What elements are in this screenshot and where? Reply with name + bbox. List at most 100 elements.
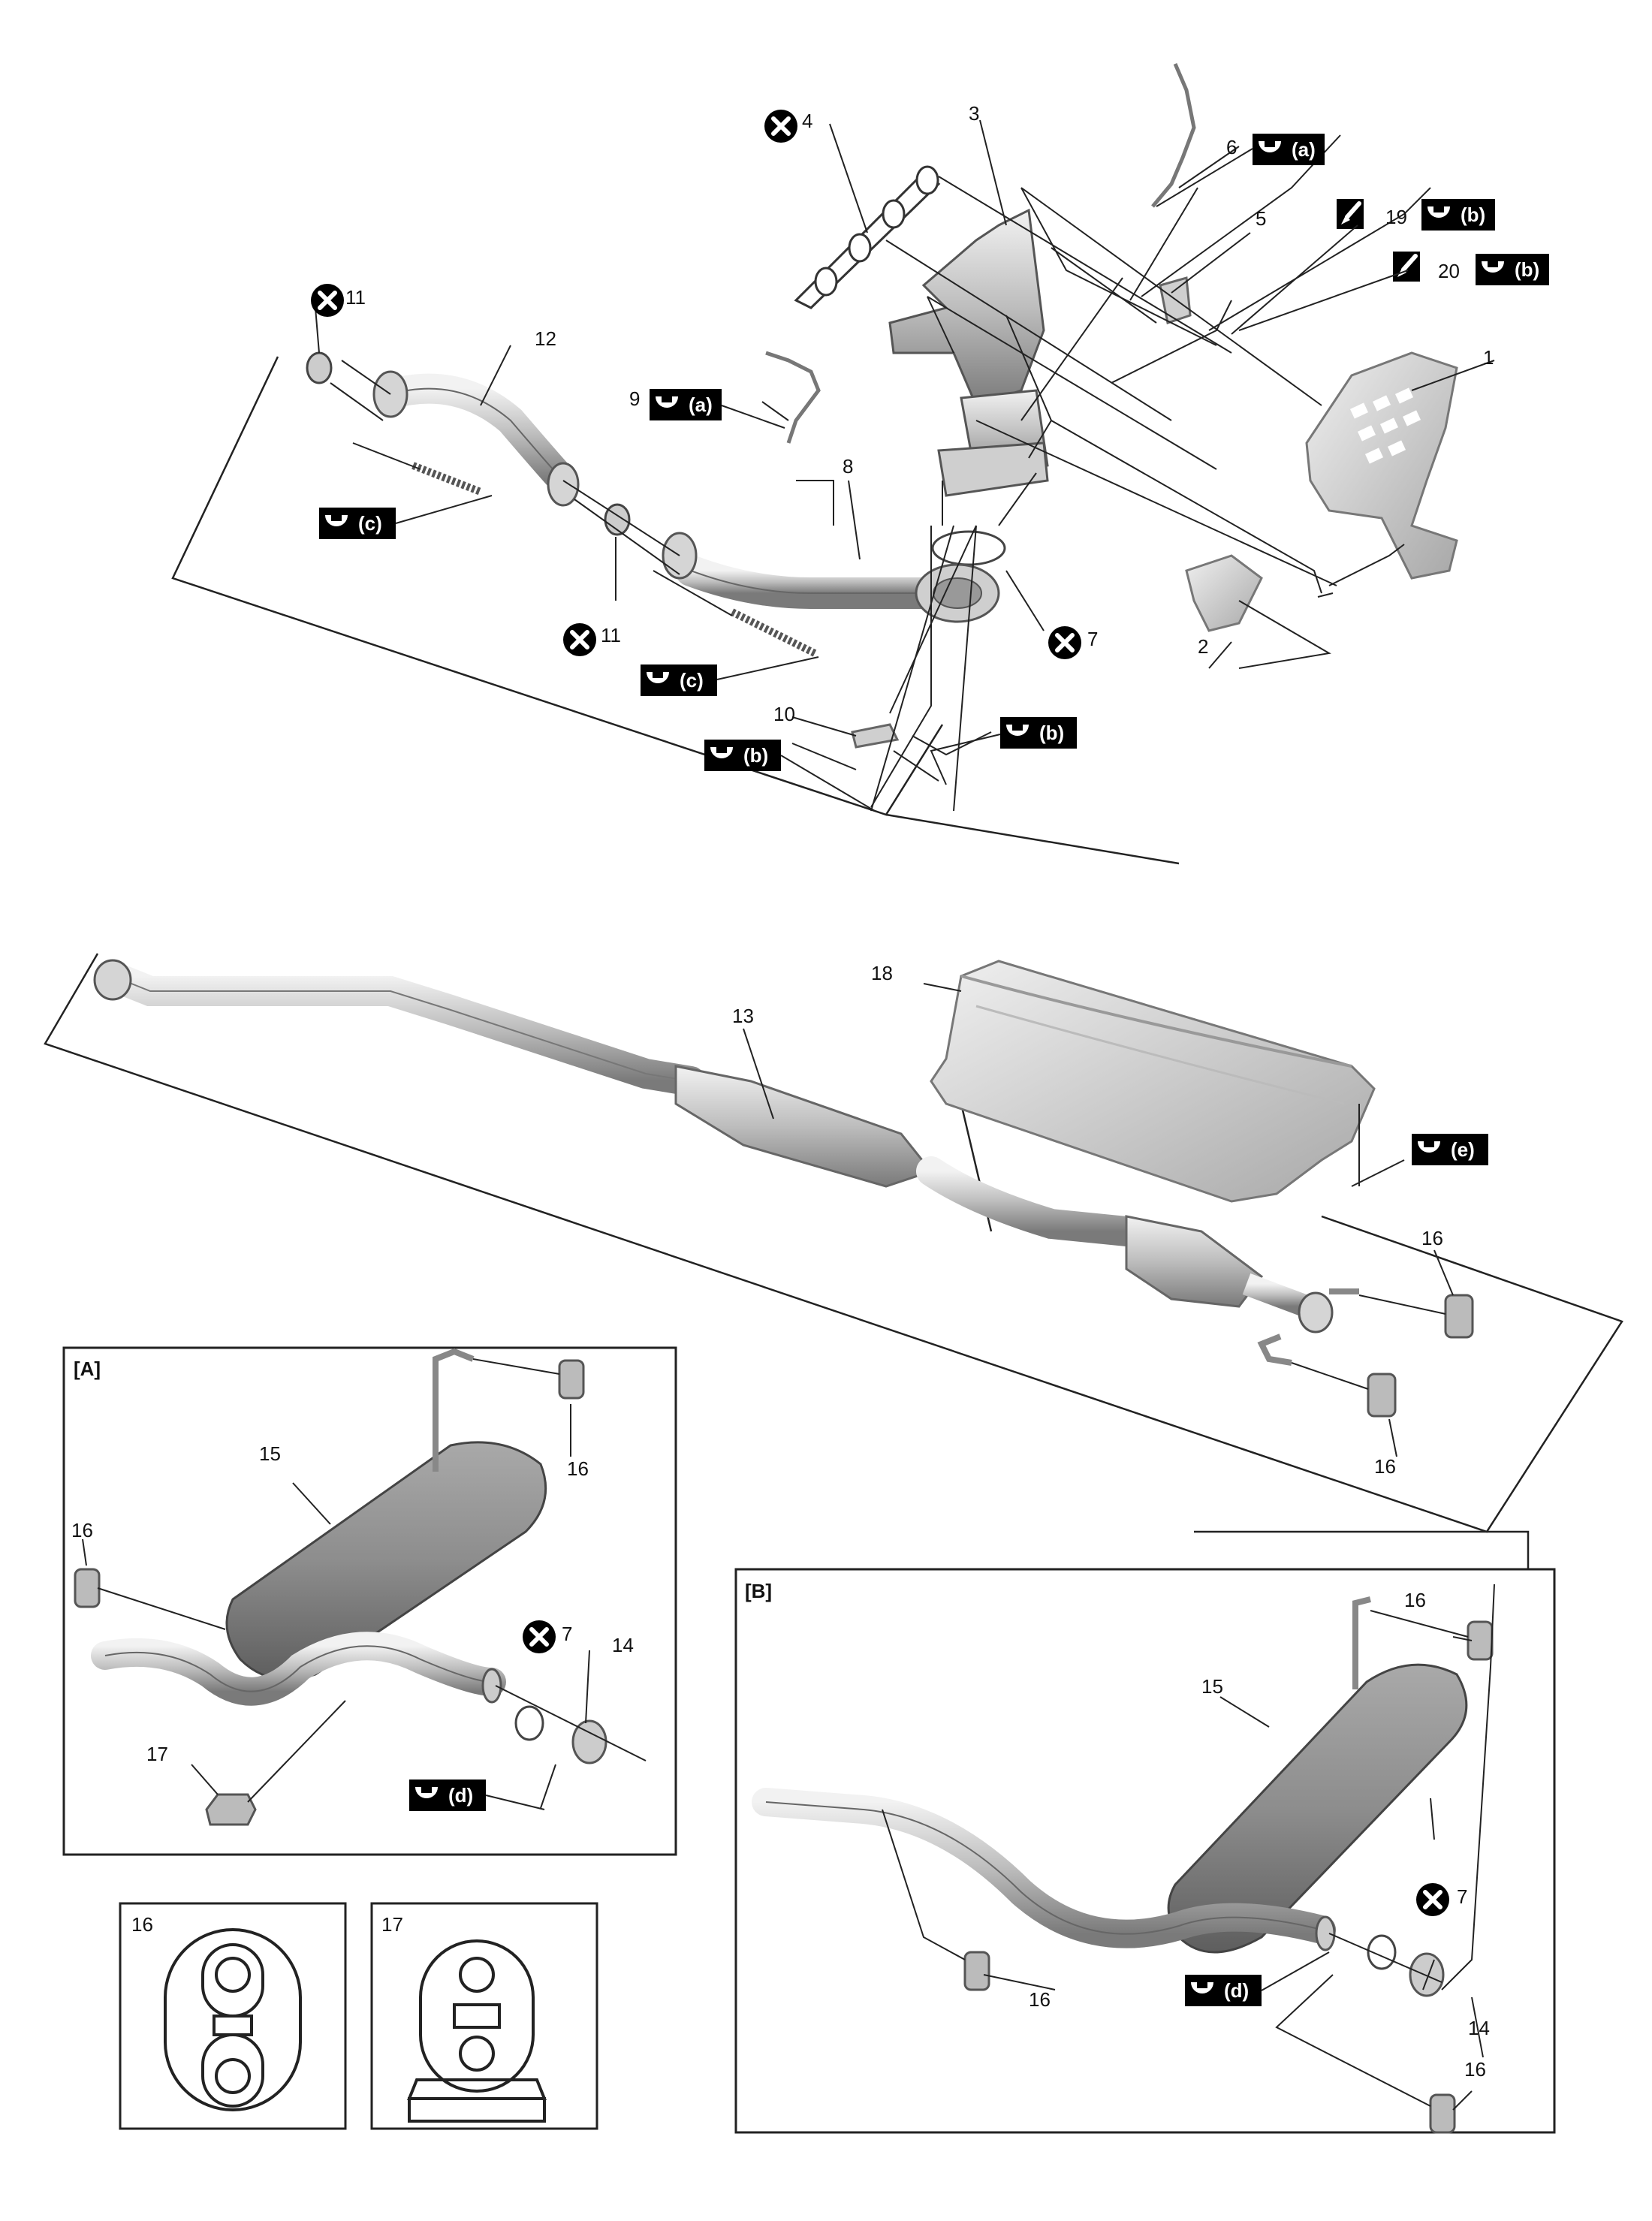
callout-1: 1 — [1483, 346, 1494, 369]
shield-bolt-leader — [1351, 1159, 1405, 1187]
callout-16-e: 16 — [1404, 1589, 1426, 1611]
rear-muffler-a — [91, 1348, 547, 1706]
mount-detail-17 — [407, 1939, 547, 2123]
link-line — [885, 813, 1180, 865]
callout-16-g: 16 — [1464, 2058, 1486, 2081]
wrench-icon — [1000, 717, 1035, 749]
mount-17-a — [205, 1793, 257, 1826]
bracket-10 — [851, 723, 900, 749]
callout-10: 10 — [773, 703, 795, 725]
callout-15-a: 15 — [259, 1442, 281, 1465]
wrench-icon — [1412, 1134, 1446, 1165]
inset-b-label: [B] — [745, 1580, 772, 1602]
circle-x-icon — [764, 110, 797, 143]
wrench-icon — [1253, 134, 1287, 165]
inset-b-link — [1194, 1530, 1530, 1569]
gasket-7-b — [1367, 1934, 1397, 1970]
wrench-icon — [1421, 199, 1456, 231]
hanger-16-upper — [1444, 1294, 1474, 1339]
detail-17-label: 17 — [381, 1913, 403, 1936]
seal-ring-11a — [306, 351, 333, 384]
clamp-14-b — [1409, 1952, 1445, 1997]
callout-7-b: 7 — [1457, 1885, 1467, 1908]
callout-16-a: 16 — [1421, 1227, 1443, 1249]
callout-16-d: 16 — [71, 1519, 93, 1541]
callout-14-a: 14 — [612, 1634, 634, 1656]
torque-tag-19: (b) — [1337, 199, 1495, 231]
hanger-16-b-mid — [963, 1951, 990, 1991]
assembly-lines-a — [97, 1358, 647, 1809]
callout-18: 18 — [871, 962, 893, 984]
hanger-detail-16 — [164, 1928, 302, 2111]
gasket-7-a — [514, 1705, 544, 1741]
svg-text:(e): (e) — [1451, 1138, 1475, 1161]
callout-4: 4 — [802, 110, 812, 132]
detail-16-label: 16 — [131, 1913, 153, 1936]
torque-tag-a-d: (d) — [409, 1780, 486, 1811]
callout-leaders — [82, 119, 1495, 2111]
exhaust-pipe-12 — [372, 370, 698, 580]
assembly-lines-b — [882, 1584, 1495, 2107]
upper-frame-line — [171, 356, 944, 816]
wrench-icon — [1185, 1975, 1219, 2006]
hanger-16-b-bottom — [1429, 2093, 1456, 2134]
torque-tag-20: (b) — [1393, 252, 1549, 285]
svg-text:(b): (b) — [1515, 258, 1539, 281]
svg-text:(b): (b) — [743, 744, 768, 767]
detail-box-16 — [119, 1902, 347, 2130]
torque-tag-6: (a) — [1253, 134, 1325, 165]
circle-x-icon — [311, 284, 344, 317]
callout-3: 3 — [969, 102, 979, 125]
circle-x-icon — [1416, 1883, 1449, 1916]
svg-text:(c): (c) — [358, 512, 382, 535]
grease-brush-icon — [1393, 252, 1420, 282]
wrench-icon — [641, 664, 675, 696]
circle-x-icon — [523, 1620, 556, 1653]
callout-16-f: 16 — [1029, 1988, 1051, 2011]
torque-tag-b-d: (d) — [1185, 1975, 1262, 2006]
callout-15-b: 15 — [1201, 1675, 1223, 1698]
callout-16-b: 16 — [1374, 1455, 1396, 1478]
torque-tag-18e: (e) — [1412, 1134, 1488, 1165]
callout-16-c: 16 — [567, 1457, 589, 1480]
svg-text:(a): (a) — [1292, 138, 1316, 161]
center-frame-line — [44, 953, 1623, 1533]
circle-x-icon — [1048, 626, 1081, 659]
wrench-icon — [409, 1780, 444, 1811]
wrench-icon — [319, 508, 354, 539]
callout-14-b: 14 — [1468, 2017, 1490, 2039]
svg-text:(b): (b) — [1461, 203, 1485, 226]
wrench-icon — [1476, 254, 1510, 285]
torque-tag-12c: (c) — [319, 508, 396, 539]
lower-heat-shield — [1185, 554, 1263, 632]
callout-6: 6 — [1226, 136, 1237, 158]
svg-text:(d): (d) — [448, 1784, 473, 1807]
exhaust-manifold-gasket — [794, 165, 941, 309]
inset-a-label: [A] — [74, 1358, 101, 1380]
inset-a-frame — [62, 1346, 677, 1856]
exhaust-manifold — [888, 208, 1049, 497]
callout-5: 5 — [1256, 207, 1266, 230]
callout-11-lower: 11 — [601, 624, 621, 646]
grease-brush-icon — [1337, 199, 1364, 229]
callout-19: 19 — [1385, 206, 1407, 228]
callout-8: 8 — [843, 455, 853, 478]
callout-12: 12 — [535, 327, 556, 350]
callout-7-a: 7 — [562, 1623, 572, 1645]
center-exhaust-pipe — [93, 959, 1359, 1366]
assembly-lines-upper — [330, 134, 1431, 812]
hanger-line-lower — [1291, 1362, 1369, 1390]
bracket-5 — [1159, 276, 1192, 324]
wrench-icon — [704, 740, 739, 771]
torque-tag-10-left: (b) — [704, 740, 781, 771]
circle-x-icon — [563, 623, 596, 656]
callout-20: 20 — [1438, 260, 1460, 282]
torque-tag-8c: (c) — [641, 664, 717, 696]
spring-bolt-upper — [411, 462, 482, 496]
svg-text:(a): (a) — [689, 393, 713, 416]
clamp-14-a — [571, 1719, 607, 1764]
hanger-16-a-left — [74, 1568, 101, 1608]
wrench-icon — [650, 389, 684, 420]
